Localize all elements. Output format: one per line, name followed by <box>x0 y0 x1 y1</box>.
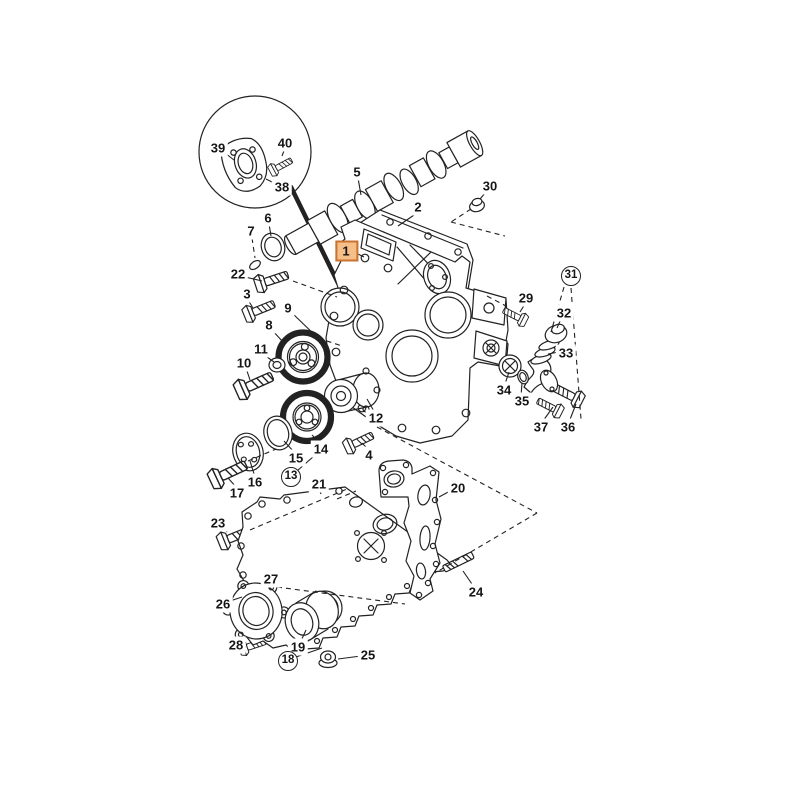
part-callout-21[interactable]: 21 <box>308 475 330 493</box>
part-callout-4[interactable]: 4 <box>362 446 376 464</box>
leader-line <box>486 295 507 307</box>
part-callout-26[interactable]: 26 <box>212 595 234 613</box>
leader-line <box>337 655 362 660</box>
part-callout-39[interactable]: 39 <box>207 139 229 157</box>
part-callout-38[interactable]: 38 <box>271 178 293 196</box>
part-callout-13[interactable]: 13 <box>281 467 301 487</box>
part-callout-5[interactable]: 5 <box>350 163 364 181</box>
leader-line <box>317 337 343 347</box>
part-callout-36[interactable]: 36 <box>557 418 579 436</box>
part-callout-32[interactable]: 32 <box>553 304 575 322</box>
part-callout-10[interactable]: 10 <box>233 354 255 372</box>
part-callout-16[interactable]: 16 <box>244 473 266 491</box>
part-callout-31[interactable]: 31 <box>561 266 581 286</box>
leader-line <box>357 177 362 196</box>
part-callout-20[interactable]: 20 <box>447 479 469 497</box>
part-callout-34[interactable]: 34 <box>493 381 515 399</box>
part-callout-19[interactable]: 19 <box>287 638 309 656</box>
part-callout-22[interactable]: 22 <box>227 265 249 283</box>
part-callout-33[interactable]: 33 <box>555 344 577 362</box>
leader-line <box>450 221 506 237</box>
leader-line <box>276 586 406 605</box>
leader-line <box>291 312 319 339</box>
leader-line <box>376 426 538 514</box>
part-callout-24[interactable]: 24 <box>465 583 487 601</box>
leader-line <box>450 208 472 223</box>
part-callout-28[interactable]: 28 <box>225 636 247 654</box>
leader-line <box>295 647 323 658</box>
part-callout-1[interactable]: 1 <box>335 240 359 262</box>
part-callout-12[interactable]: 12 <box>365 409 387 427</box>
part-callout-30[interactable]: 30 <box>479 177 501 195</box>
leader-line <box>251 237 256 259</box>
part-callout-3[interactable]: 3 <box>240 285 254 303</box>
part-callout-35[interactable]: 35 <box>511 392 533 410</box>
part-callout-37[interactable]: 37 <box>530 418 552 436</box>
part-callout-40[interactable]: 40 <box>274 134 296 152</box>
leader-line <box>292 280 338 298</box>
leader-line <box>550 286 565 333</box>
part-callout-18[interactable]: 18 <box>278 651 298 671</box>
part-callout-9[interactable]: 9 <box>281 299 295 317</box>
part-callout-23[interactable]: 23 <box>207 514 229 532</box>
part-callout-14[interactable]: 14 <box>310 440 332 458</box>
part-callout-6[interactable]: 6 <box>261 209 275 227</box>
part-callout-11[interactable]: 11 <box>251 340 271 358</box>
part-callout-17[interactable]: 17 <box>226 484 248 502</box>
part-callout-8[interactable]: 8 <box>262 316 276 334</box>
part-callout-2[interactable]: 2 <box>411 198 425 216</box>
part-callout-29[interactable]: 29 <box>515 289 537 307</box>
part-callout-7[interactable]: 7 <box>244 222 258 240</box>
part-callout-25[interactable]: 25 <box>357 646 379 664</box>
leader-line <box>336 490 357 500</box>
part-callout-27[interactable]: 27 <box>260 570 282 588</box>
leader-line <box>434 512 538 574</box>
part-callout-15[interactable]: 15 <box>285 449 307 467</box>
